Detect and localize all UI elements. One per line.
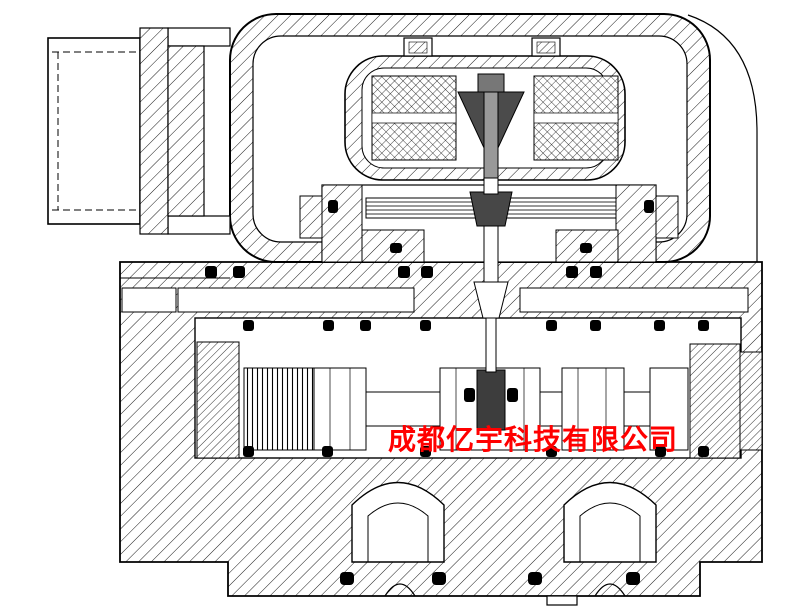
- shaft-upper: [483, 177, 499, 195]
- o-ring: [590, 266, 602, 278]
- spool-shaft-3: [623, 391, 651, 427]
- spool-shaft-1: [365, 391, 441, 427]
- pilot-stage: [299, 184, 679, 263]
- o-ring: [655, 446, 666, 457]
- end-plug-left: [196, 341, 240, 459]
- side-notch: [121, 287, 177, 313]
- electrical-connector: [47, 27, 231, 235]
- bottom-cutout-right: [594, 583, 626, 597]
- o-ring: [698, 320, 709, 331]
- end-plug-right: [689, 343, 741, 459]
- housing-cover-line: [687, 14, 758, 262]
- spring-stack: [243, 367, 315, 451]
- pilot-nub-left: [299, 195, 323, 239]
- connector-step-bottom: [167, 215, 231, 235]
- o-ring: [654, 320, 665, 331]
- pilot-nub-right: [655, 195, 679, 239]
- sleeve-o-rings: [243, 320, 709, 457]
- shaft-lower: [485, 317, 497, 373]
- terminal-right-core: [536, 41, 556, 54]
- spool-assembly: [196, 341, 763, 459]
- o-ring: [322, 446, 333, 457]
- pilot-block-left: [321, 184, 363, 263]
- watermark-text: 成都亿宇科技有限公司: [388, 423, 678, 456]
- o-ring: [464, 388, 475, 402]
- connector-step-top: [167, 27, 231, 47]
- armature-cap: [477, 73, 505, 93]
- port-arch-left: [351, 481, 445, 563]
- o-ring: [546, 320, 557, 331]
- flow-channel-left: [177, 287, 415, 313]
- o-ring: [580, 243, 592, 253]
- connector-body: [47, 37, 141, 225]
- o-ring: [420, 320, 431, 331]
- spool-land-3: [561, 367, 625, 451]
- flow-channel-right: [519, 287, 749, 313]
- o-ring: [340, 572, 354, 585]
- port-arch-left-inner: [367, 502, 429, 563]
- spool-shaft-2: [539, 391, 563, 427]
- o-ring: [390, 243, 402, 253]
- o-ring: [546, 446, 557, 457]
- bottom-cutout-left: [384, 583, 416, 597]
- bottom-plate-o-rings: [340, 572, 640, 585]
- spool-center-stem: [476, 369, 506, 431]
- o-ring: [566, 266, 578, 278]
- pilot-block-right: [615, 184, 657, 263]
- spool-land-4: [649, 367, 689, 451]
- o-ring: [205, 266, 217, 278]
- feedback-shaft: [473, 177, 509, 373]
- o-ring: [323, 320, 334, 331]
- end-plug-right-outer: [739, 351, 763, 451]
- o-ring: [420, 446, 431, 457]
- port-arch-right-inner: [579, 502, 641, 563]
- o-ring: [233, 266, 245, 278]
- body-top-o-rings: [205, 266, 602, 278]
- o-ring: [360, 320, 371, 331]
- o-ring: [243, 320, 254, 331]
- spool-land-1: [313, 367, 367, 451]
- o-ring: [328, 200, 338, 213]
- coil-gap-right: [533, 112, 619, 124]
- bottom-stub: [546, 595, 578, 606]
- flapper-clamp: [469, 191, 513, 227]
- o-ring: [507, 388, 518, 402]
- terminal-left-core: [408, 41, 428, 54]
- o-ring: [590, 320, 601, 331]
- o-ring: [626, 572, 640, 585]
- o-ring: [432, 572, 446, 585]
- connector-flange-1: [139, 27, 169, 235]
- shaft-cone: [473, 281, 509, 319]
- port-arch-right: [563, 481, 657, 563]
- o-ring: [421, 266, 433, 278]
- o-ring: [398, 266, 410, 278]
- shaft-middle: [483, 225, 499, 285]
- armature-pin: [483, 91, 499, 181]
- o-ring: [528, 572, 542, 585]
- o-ring: [644, 200, 654, 213]
- o-ring: [698, 446, 709, 457]
- torque-motor: [344, 37, 626, 181]
- coil-gap-left: [371, 112, 457, 124]
- o-ring: [243, 446, 254, 457]
- connector-flange-2: [167, 45, 205, 217]
